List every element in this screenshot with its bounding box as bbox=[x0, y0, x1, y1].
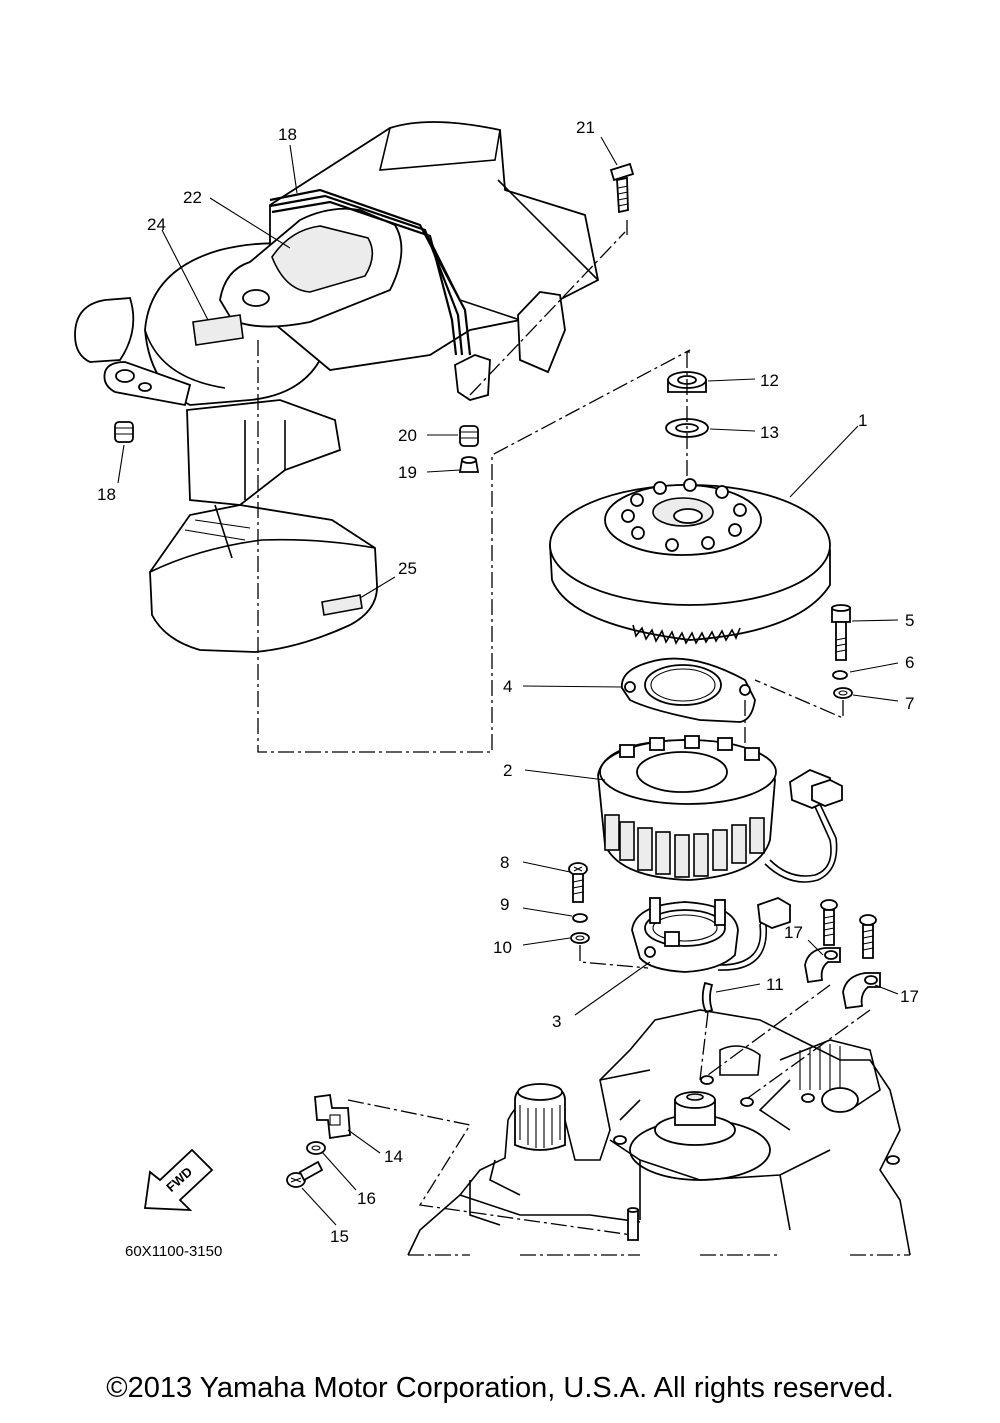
bolt-22[interactable] bbox=[609, 162, 635, 214]
clamp-bolt-17a[interactable] bbox=[804, 899, 841, 984]
washer-10[interactable] bbox=[570, 932, 590, 944]
callout-7[interactable]: 7 bbox=[905, 694, 914, 713]
callout-24[interactable]: 24 bbox=[147, 215, 166, 234]
grommet-21[interactable] bbox=[459, 425, 479, 447]
callout-22[interactable]: 21 bbox=[576, 118, 595, 137]
callout-11[interactable]: 11 bbox=[766, 975, 784, 994]
callout-19[interactable]: 18 bbox=[97, 485, 116, 504]
alignment-line-bolt5 bbox=[754, 679, 844, 719]
engine-block bbox=[407, 1009, 911, 1256]
callout-labels: 18 22 24 21 12 13 1 20 19 18 25 5 6 7 4 … bbox=[97, 118, 919, 1246]
alignment-lines-cover bbox=[257, 220, 691, 753]
callout-23[interactable]: 22 bbox=[183, 188, 202, 207]
washer-9[interactable] bbox=[572, 913, 588, 923]
callout-25[interactable]: 25 bbox=[398, 559, 417, 578]
callout-15[interactable]: 15 bbox=[330, 1227, 349, 1246]
fwd-arrow-icon: FWD bbox=[143, 1148, 214, 1212]
key-11[interactable] bbox=[701, 981, 714, 1014]
alignment-line-clamps bbox=[707, 984, 871, 1101]
bolt-5[interactable] bbox=[831, 604, 851, 661]
callout-1[interactable]: 1 bbox=[858, 411, 867, 430]
pulser-coil-3[interactable] bbox=[631, 897, 791, 973]
callout-18[interactable]: 18 bbox=[278, 125, 297, 144]
callout-6[interactable]: 6 bbox=[905, 653, 914, 672]
callout-12[interactable]: 12 bbox=[760, 371, 779, 390]
callout-21[interactable]: 20 bbox=[398, 426, 417, 445]
callout-10[interactable]: 10 bbox=[493, 938, 512, 957]
washer-7[interactable] bbox=[833, 687, 853, 699]
callout-17b[interactable]: 17 bbox=[900, 987, 919, 1006]
base-plate-4[interactable] bbox=[621, 657, 756, 723]
callout-14[interactable]: 14 bbox=[384, 1147, 403, 1166]
callout-5[interactable]: 5 bbox=[905, 611, 914, 630]
copyright-notice: ©2013 Yamaha Motor Corporation, U.S.A. A… bbox=[106, 1372, 894, 1404]
callout-9[interactable]: 9 bbox=[500, 895, 509, 914]
callout-2[interactable]: 2 bbox=[503, 761, 512, 780]
callout-13[interactable]: 13 bbox=[760, 423, 779, 442]
callout-17a[interactable]: 17 bbox=[784, 923, 803, 942]
alignment-line-bolt8 bbox=[579, 945, 649, 969]
callout-3[interactable]: 3 bbox=[552, 1012, 561, 1031]
callout-16[interactable]: 16 bbox=[357, 1189, 376, 1208]
clamp-bolt-17b[interactable] bbox=[842, 914, 881, 1009]
diagram-code: 60X1100-3150 bbox=[125, 1243, 222, 1260]
callout-20[interactable]: 19 bbox=[398, 463, 417, 482]
flywheel-cover[interactable] bbox=[74, 121, 600, 653]
flywheel-magneto[interactable] bbox=[549, 478, 831, 645]
grommet-19[interactable] bbox=[114, 421, 134, 443]
screw-15[interactable] bbox=[286, 1160, 324, 1188]
bolt-8[interactable] bbox=[568, 862, 588, 903]
washer-6[interactable] bbox=[832, 670, 848, 680]
callout-4[interactable]: 4 bbox=[503, 677, 512, 696]
alignment-line-bracket bbox=[347, 1099, 633, 1236]
alignment-line-key bbox=[699, 1011, 709, 1081]
stator-2[interactable] bbox=[597, 735, 843, 883]
washer-16[interactable] bbox=[306, 1141, 326, 1155]
collar-20[interactable] bbox=[458, 456, 480, 473]
callout-8[interactable]: 8 bbox=[500, 853, 509, 872]
leader-lines bbox=[117, 136, 899, 1226]
bracket-14[interactable] bbox=[314, 1093, 351, 1140]
